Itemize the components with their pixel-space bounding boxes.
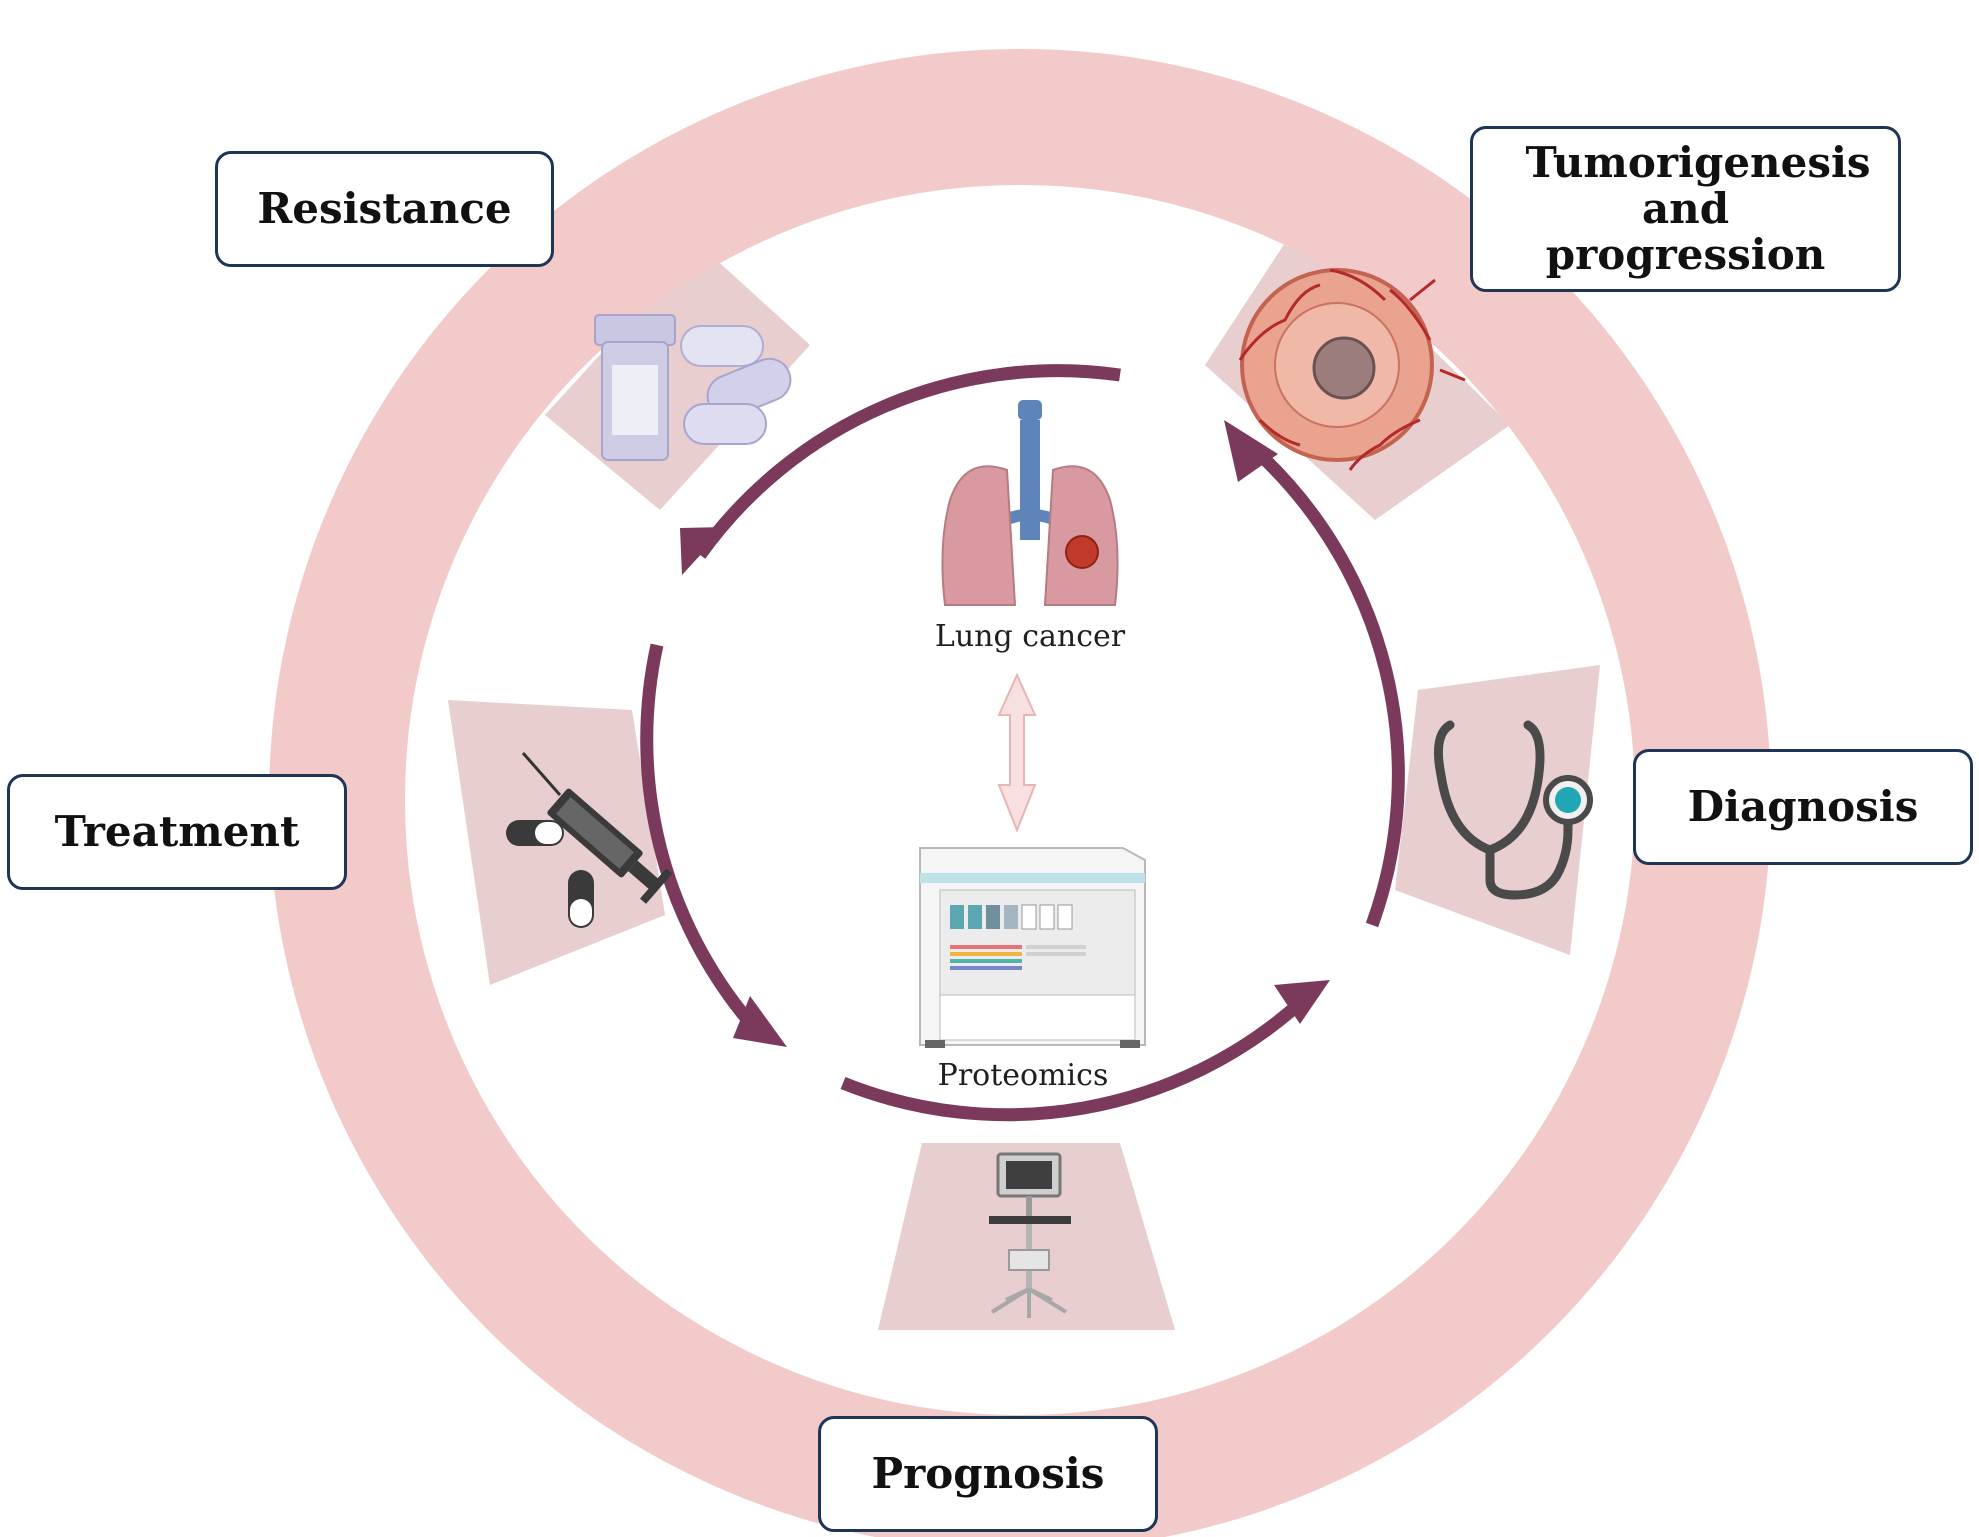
arrowhead-top — [680, 527, 726, 575]
cycle-arrowheads — [680, 420, 1330, 1047]
cycle-arrow-top — [694, 364, 1121, 559]
resistance-box: Resistance — [215, 151, 554, 267]
bidirectional-arrow — [997, 672, 1037, 833]
lung-cancer-label: Lung cancer — [935, 619, 1126, 654]
monitor-cart-icon — [989, 1152, 1071, 1318]
syringe-icon — [506, 752, 673, 928]
cycle-arrow-bottom — [840, 998, 1305, 1122]
diagnosis-box: Diagnosis — [1633, 749, 1973, 865]
cycle-arrow-right — [1250, 445, 1405, 928]
arrowhead-bottom — [1274, 980, 1330, 1024]
lungs-icon — [941, 400, 1119, 606]
prognosis-box: Prognosis — [818, 1416, 1158, 1532]
arrowhead-left — [733, 996, 787, 1047]
diagnosis-label: Diagnosis — [1687, 781, 1919, 831]
tumor-icon — [1238, 268, 1466, 471]
treatment-box: Treatment — [7, 774, 347, 890]
cycle-arrows — [640, 364, 1405, 1122]
mass-spectrometer-icon — [919, 847, 1146, 1048]
tumorigenesis-box: Tumorigenesis and progression — [1470, 126, 1901, 292]
pill-bottle-icon — [594, 314, 792, 461]
proteomics-label: Proteomics — [938, 1058, 1109, 1093]
stethoscope-icon — [1434, 720, 1593, 900]
resistance-label: Resistance — [257, 183, 512, 233]
arrowhead-right — [1224, 420, 1278, 482]
prognosis-label: Prognosis — [871, 1448, 1105, 1498]
cycle-arrow-left — [640, 643, 757, 1030]
tumorigenesis-label: Tumorigenesis and progression — [1525, 137, 1871, 280]
treatment-label: Treatment — [54, 806, 300, 856]
